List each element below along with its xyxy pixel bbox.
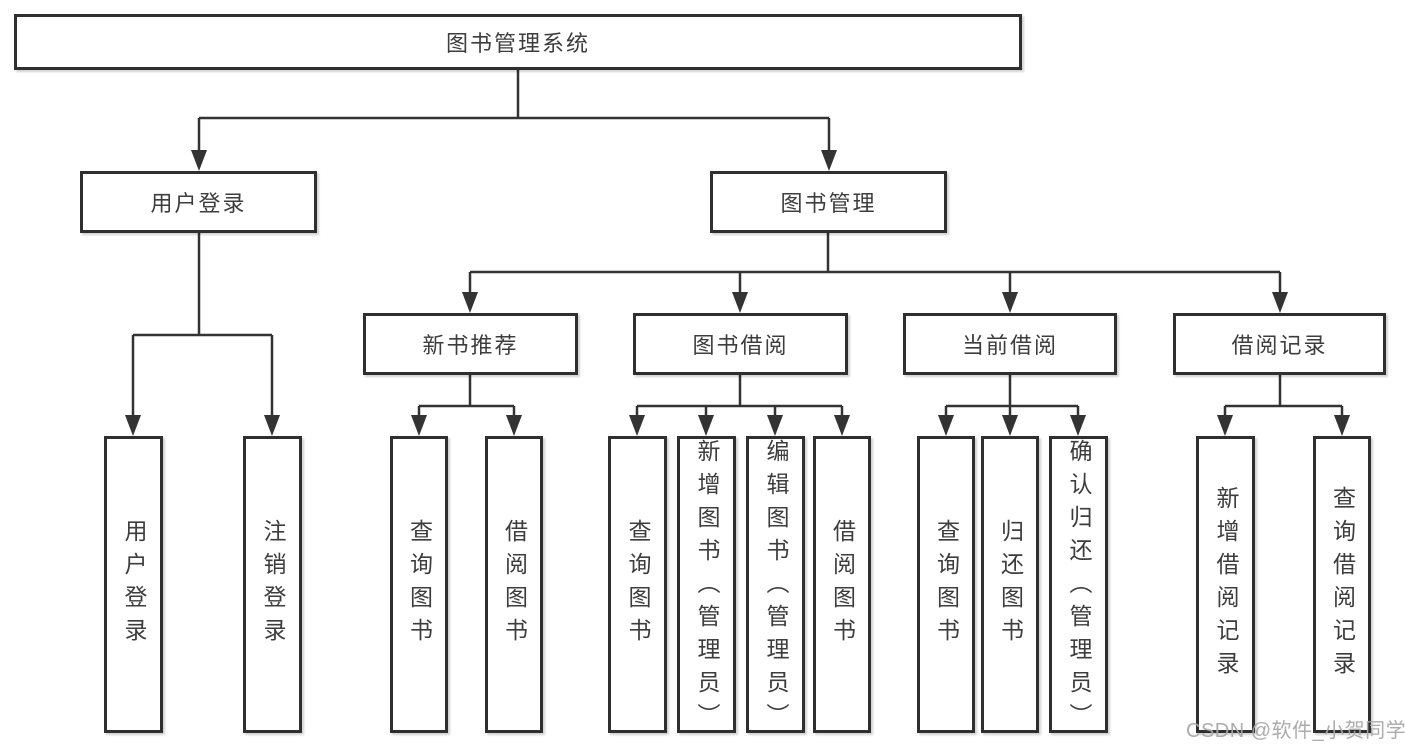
node-new-book-recommendation: 新书推荐: [363, 313, 578, 375]
leaf-query-borrow-record: 查询借阅记录: [1313, 436, 1371, 733]
leaf-borrow-books: 借阅图书: [813, 436, 871, 733]
arrowhead: [1002, 415, 1018, 436]
node-borrowing-records: 借阅记录: [1173, 313, 1386, 375]
arrowhead: [1217, 415, 1233, 436]
node-book-management: 图书管理: [710, 171, 947, 233]
arrowhead: [767, 415, 783, 436]
arrowhead: [629, 415, 645, 436]
arrowhead: [191, 150, 207, 171]
node-book-borrowing: 图书借阅: [633, 313, 848, 375]
arrowhead: [698, 415, 714, 436]
arrowhead: [411, 415, 427, 436]
arrowhead: [1002, 292, 1018, 313]
connector-line-group: [131, 70, 1344, 420]
csdn-watermark: CSDN @软件_小贺同学: [1186, 720, 1405, 742]
node-user-login: 用户登录: [80, 171, 317, 233]
leaf-query-books-recommend: 查询图书: [390, 436, 448, 733]
leaf-confirm-return-admin: 确认归还（管理员）: [1049, 436, 1108, 736]
leaf-query-books-current: 查询图书: [917, 436, 975, 733]
arrowhead: [1334, 415, 1350, 436]
arrowhead: [264, 415, 280, 436]
leaf-user-login: 用户登录: [104, 436, 163, 733]
node-current-borrowing: 当前借阅: [903, 313, 1117, 375]
arrowhead: [462, 292, 478, 313]
leaf-add-borrow-record: 新增借阅记录: [1196, 436, 1255, 733]
arrowhead: [1272, 292, 1288, 313]
arrowhead: [732, 292, 748, 313]
arrowhead: [1070, 415, 1086, 436]
leaf-return-books: 归还图书: [981, 436, 1039, 733]
leaf-logout: 注销登录: [243, 436, 302, 733]
leaf-borrow-books-recommend: 借阅图书: [485, 436, 543, 733]
arrowhead: [938, 415, 954, 436]
arrowhead: [506, 415, 522, 436]
leaf-edit-books-admin: 编辑图书（管理员）: [746, 436, 805, 736]
leaf-query-books-borrowing: 查询图书: [608, 436, 667, 733]
node-root: 图书管理系统: [14, 14, 1022, 70]
arrowhead: [125, 415, 141, 436]
arrowhead: [821, 150, 837, 171]
arrowhead: [834, 415, 850, 436]
leaf-add-books-admin: 新增图书（管理员）: [677, 436, 736, 736]
